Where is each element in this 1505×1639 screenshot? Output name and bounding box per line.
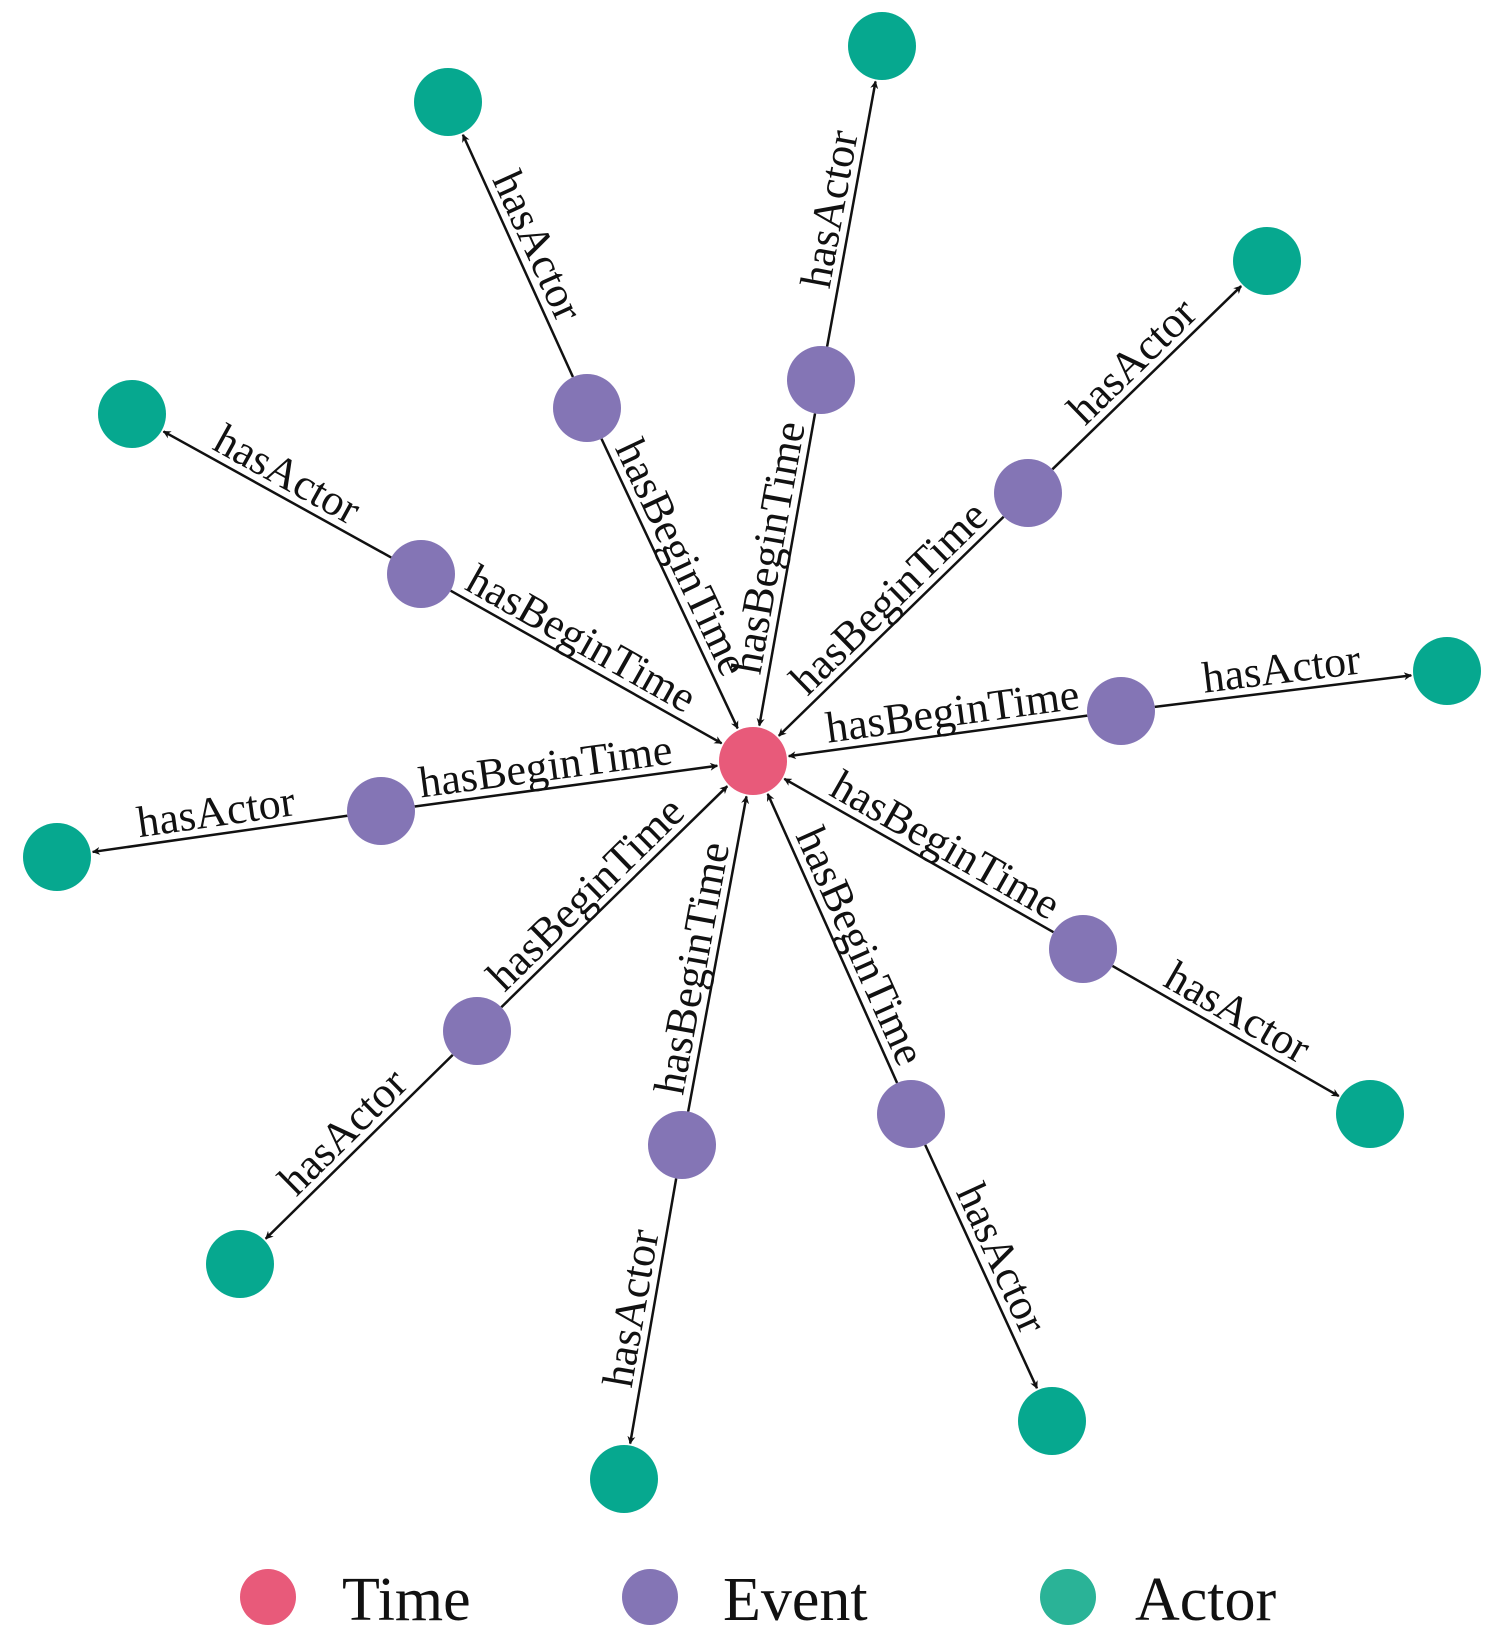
edge-label-hasactor: hasActor xyxy=(206,414,369,534)
edge-label-hasactor: hasActor xyxy=(1058,288,1206,434)
edge-hasbegintime xyxy=(600,438,739,730)
edge-label-hasbegintime: hasBeginTime xyxy=(477,787,694,1000)
event-node xyxy=(648,1111,716,1179)
actor-node xyxy=(1018,1387,1086,1455)
edge-hasactor xyxy=(1111,964,1340,1098)
legend-event-label: Event xyxy=(723,1566,868,1634)
event-node xyxy=(443,997,511,1065)
edge-hasactor xyxy=(627,1178,678,1445)
edge-hasactor xyxy=(264,1053,454,1240)
edge-hasbegintime xyxy=(414,762,719,808)
edge-label-hasactor: hasActor xyxy=(269,1058,417,1205)
legend-event-swatch xyxy=(622,1569,678,1625)
legend: Time Event Actor xyxy=(240,1566,1277,1634)
edge-hasbegintime xyxy=(500,785,729,1009)
actor-node xyxy=(1413,637,1481,705)
event-node xyxy=(347,777,415,845)
edges-layer xyxy=(91,80,1413,1445)
actor-node xyxy=(23,823,91,891)
legend-actor-swatch xyxy=(1040,1569,1096,1625)
legend-actor-label: Actor xyxy=(1135,1566,1277,1634)
edge-hasactor xyxy=(1051,285,1243,471)
edge-label-hasbegintime: hasBeginTime xyxy=(645,838,740,1098)
actor-node xyxy=(590,1445,658,1513)
actor-node xyxy=(848,12,916,80)
edge-hasactor xyxy=(91,814,348,855)
edge-label-hasbegintime: hasBeginTime xyxy=(786,820,935,1073)
time-node-center xyxy=(719,727,787,795)
legend-time-label: Time xyxy=(342,1566,471,1634)
event-node xyxy=(994,459,1062,527)
event-node xyxy=(877,1080,945,1148)
legend-time-swatch xyxy=(240,1569,296,1625)
edge-hasactor xyxy=(924,1144,1039,1390)
edge-label-hasactor: hasActor xyxy=(1157,951,1319,1073)
edge-hasbegintime xyxy=(783,777,1055,934)
edge-label-hasbegintime: hasBeginTime xyxy=(416,725,675,808)
edge-hasbegintime xyxy=(787,714,1088,760)
edge-hasactor xyxy=(162,430,392,559)
edge-hasbegintime xyxy=(756,413,817,727)
actor-node xyxy=(98,380,166,448)
actor-node xyxy=(206,1230,274,1298)
event-node xyxy=(1087,677,1155,745)
edge-hasbegintime xyxy=(450,589,723,745)
edge-label-hasactor: hasActor xyxy=(947,1176,1058,1341)
edge-hasbegintime xyxy=(766,793,899,1084)
edge-label-hasactor: hasActor xyxy=(593,1225,669,1390)
edge-hasactor xyxy=(1154,672,1413,709)
edge-hasactor xyxy=(825,80,879,347)
edge-label-hasbegintime: hasBeginTime xyxy=(823,670,1082,753)
edge-label-hasactor: hasActor xyxy=(1199,635,1363,703)
edge-label-hasbegintime: hasBeginTime xyxy=(780,491,997,704)
actor-node xyxy=(414,68,482,136)
event-node xyxy=(553,374,621,442)
edge-hasbegintime xyxy=(686,795,750,1112)
edge-label-hasactor: hasActor xyxy=(791,126,868,291)
actor-node xyxy=(1336,1080,1404,1148)
event-node xyxy=(387,540,455,608)
nodes-layer xyxy=(23,12,1481,1513)
edge-hasactor xyxy=(461,134,575,378)
event-node xyxy=(1049,915,1117,983)
actor-node xyxy=(1233,227,1301,295)
edge-label-hasactor: hasActor xyxy=(134,776,298,847)
edge-label-hasbegintime: hasBeginTime xyxy=(722,418,815,678)
edge-label-hasactor: hasActor xyxy=(483,163,593,328)
event-node xyxy=(787,346,855,414)
edge-hasbegintime xyxy=(777,515,1005,737)
